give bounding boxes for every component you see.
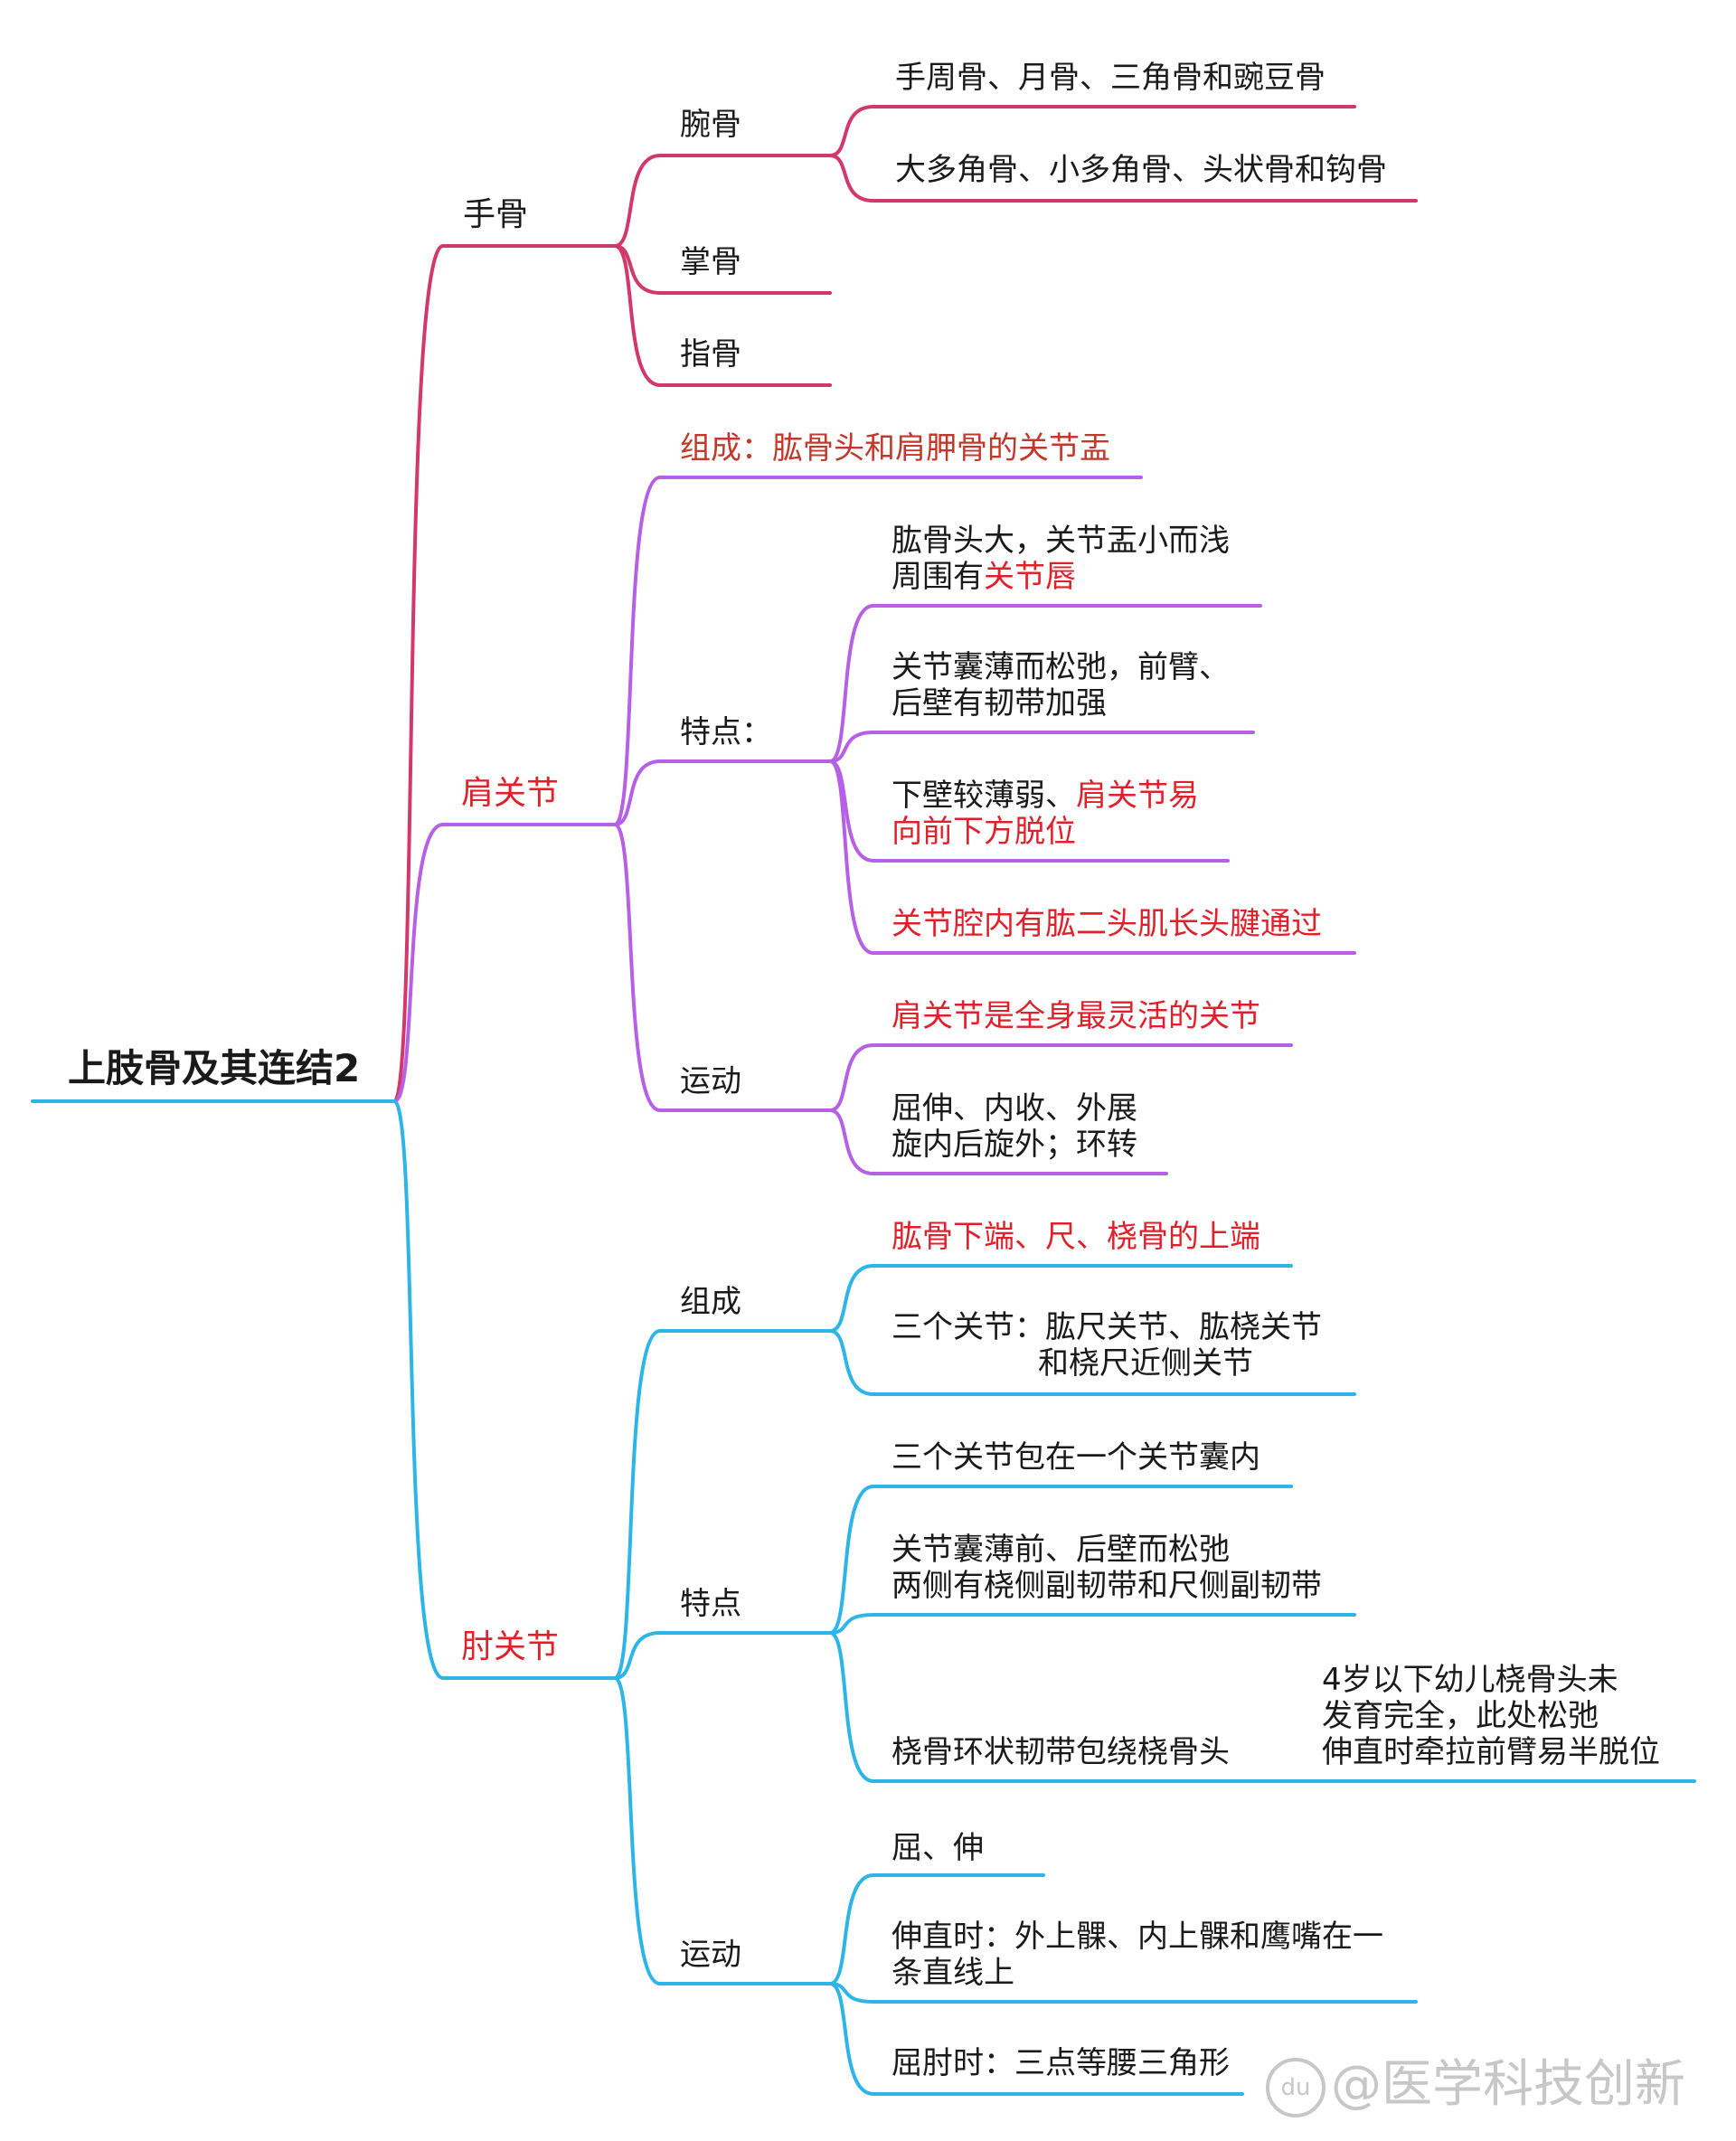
leaf-carpal-proximal: 手周骨、月骨、三角骨和豌豆骨 bbox=[895, 60, 1326, 96]
conn-hand-curve bbox=[392, 244, 444, 1103]
conn-sh-move-curve bbox=[613, 823, 661, 1112]
conn-el-comp-curve bbox=[613, 1329, 661, 1680]
elbow-feature-2-line-1: 关节囊薄前、后壁而松弛 bbox=[892, 1532, 1230, 1568]
watermark-text: @医学科技创新 bbox=[1331, 2055, 1685, 2114]
leaf-elbow-feature-3: 桡骨环状韧带包绕桡骨头 bbox=[892, 1734, 1230, 1770]
leaf-elbow-feature-1: 三个关节包在一个关节囊内 bbox=[892, 1439, 1260, 1476]
node-shoulder-features: 特点： bbox=[680, 714, 772, 750]
leaf-elbow-movement-3: 屈肘时：三点等腰三角形 bbox=[892, 2045, 1230, 2081]
feature-2-line-2: 后壁有韧带加强 bbox=[892, 685, 1107, 722]
feature-3-highlight-2: 向前下方脱位 bbox=[892, 814, 1076, 850]
feature-1-highlight: 关节唇 bbox=[984, 559, 1076, 595]
leaf-shoulder-feature-1: 肱骨头大，关节盂小而浅 周围有关节唇 bbox=[892, 523, 1230, 595]
note-line-1: 4岁以下幼儿桡骨头未 bbox=[1322, 1662, 1618, 1698]
conn-el-comp-1-curve bbox=[829, 1264, 874, 1333]
leaf-shoulder-feature-4: 关节腔内有肱二头肌长头腱通过 bbox=[892, 906, 1322, 942]
watermark-badge: du bbox=[1266, 2057, 1326, 2117]
root-title: 上肢骨及其连结2 bbox=[68, 1046, 361, 1090]
branch-hand-bones: 手骨 bbox=[463, 196, 529, 233]
node-shoulder-composition: 组成：肱骨头和肩胛骨的关节盂 bbox=[680, 430, 1110, 467]
note-line-3: 伸直时牵拉前臂易半脱位 bbox=[1322, 1734, 1660, 1770]
feature-1-line-2: 周围有关节唇 bbox=[892, 559, 1230, 595]
node-elbow-movement: 运动 bbox=[680, 1937, 741, 1973]
node-elbow-composition: 组成 bbox=[680, 1284, 741, 1320]
note-line-2: 发育完全，此处松弛 bbox=[1322, 1698, 1599, 1734]
conn-sh-feat-1-curve bbox=[829, 604, 874, 763]
elbow-movement-2-line-1: 伸直时：外上髁、内上髁和鹰嘴在一 bbox=[892, 1919, 1383, 1955]
conn-el-feat-3-curve bbox=[829, 1631, 874, 1783]
leaf-shoulder-movement-1: 肩关节是全身最灵活的关节 bbox=[892, 998, 1260, 1034]
conn-el-comp-2-curve bbox=[829, 1329, 874, 1396]
leaf-shoulder-feature-2: 关节囊薄而松弛，前臂、 后壁有韧带加强 bbox=[892, 649, 1230, 722]
conn-el-feat-1-curve bbox=[829, 1485, 874, 1635]
conn-carpal-curve bbox=[614, 154, 661, 248]
conn-sh-move-1-curve bbox=[829, 1043, 874, 1112]
conn-phalanges-curve bbox=[614, 244, 661, 387]
node-elbow-features: 特点 bbox=[680, 1586, 741, 1622]
node-phalanges: 指骨 bbox=[680, 336, 741, 373]
leaf-carpal-distal: 大多角骨、小多角骨、头状骨和钩骨 bbox=[895, 152, 1387, 188]
branch-elbow-joint: 肘关节 bbox=[461, 1628, 560, 1665]
leaf-elbow-movement-2: 伸直时：外上髁、内上髁和鹰嘴在一 条直线上 bbox=[892, 1919, 1383, 1991]
leaf-elbow-feature-2: 关节囊薄前、后壁而松弛 两侧有桡侧副韧带和尺侧副韧带 bbox=[892, 1532, 1322, 1604]
conn-sh-feat-4-curve bbox=[829, 759, 874, 955]
elbow-feature-2-line-2: 两侧有桡侧副韧带和尺侧副韧带 bbox=[892, 1568, 1322, 1604]
feature-1-prefix: 周围有 bbox=[892, 559, 984, 595]
leaf-shoulder-feature-3: 下壁较薄弱、肩关节易 向前下方脱位 bbox=[892, 778, 1199, 850]
node-metacarpal: 掌骨 bbox=[680, 244, 741, 280]
leaf-elbow-composition-1: 肱骨下端、尺、桡骨的上端 bbox=[892, 1219, 1260, 1255]
conn-el-move-3-curve bbox=[829, 1982, 874, 2096]
conn-sh-feat-2-curve bbox=[829, 731, 874, 763]
conn-sh-comp-curve bbox=[613, 476, 661, 826]
feature-2-line-1: 关节囊薄而松弛，前臂、 bbox=[892, 649, 1230, 685]
conn-sh-feat-3-curve bbox=[829, 759, 874, 863]
conn-shoulder-curve bbox=[393, 823, 444, 1103]
conn-sh-feat-curve bbox=[614, 759, 661, 826]
feature-3-highlight-1: 肩关节易 bbox=[1076, 778, 1199, 814]
conn-el-feat-curve bbox=[614, 1631, 661, 1680]
leaf-shoulder-movement-2: 屈伸、内收、外展 旋内后旋外；环转 bbox=[892, 1090, 1137, 1163]
movement-2-line-1: 屈伸、内收、外展 bbox=[892, 1090, 1137, 1127]
shoulder-composition-text: 组成：肱骨头和肩胛骨的关节盂 bbox=[680, 430, 1110, 467]
node-carpal: 腕骨 bbox=[680, 107, 741, 143]
feature-1-line-1: 肱骨头大，关节盂小而浅 bbox=[892, 523, 1230, 559]
feature-3-prefix: 下壁较薄弱、 bbox=[892, 778, 1076, 814]
conn-el-move-1-curve bbox=[829, 1873, 874, 1985]
node-shoulder-movement: 运动 bbox=[680, 1063, 741, 1099]
leaf-elbow-composition-2: 三个关节：肱尺关节、肱桡关节 和桡尺近侧关节 bbox=[892, 1309, 1322, 1382]
conn-el-move-curve bbox=[613, 1676, 661, 1985]
branch-shoulder-joint: 肩关节 bbox=[461, 775, 560, 812]
conn-carpal-2-curve bbox=[829, 154, 874, 203]
feature-3-line-1: 下壁较薄弱、肩关节易 bbox=[892, 778, 1199, 814]
composition-2-line-1: 三个关节：肱尺关节、肱桡关节 bbox=[892, 1309, 1322, 1345]
conn-el-feat-2-curve bbox=[829, 1613, 874, 1635]
movement-2-line-2: 旋内后旋外；环转 bbox=[892, 1127, 1137, 1163]
composition-2-line-2: 和桡尺近侧关节 bbox=[1038, 1345, 1253, 1382]
elbow-movement-2-line-2: 条直线上 bbox=[892, 1955, 1014, 1991]
conn-carpal-1-curve bbox=[829, 105, 874, 157]
leaf-elbow-movement-1: 屈、伸 bbox=[892, 1830, 984, 1866]
conn-sh-move-2-curve bbox=[829, 1108, 874, 1175]
leaf-elbow-feature-3-note: 4岁以下幼儿桡骨头未 发育完全，此处松弛 伸直时牵拉前臂易半脱位 bbox=[1322, 1662, 1660, 1770]
conn-elbow-curve bbox=[392, 1099, 444, 1680]
watermark: du@医学科技创新 bbox=[1266, 2043, 1685, 2117]
